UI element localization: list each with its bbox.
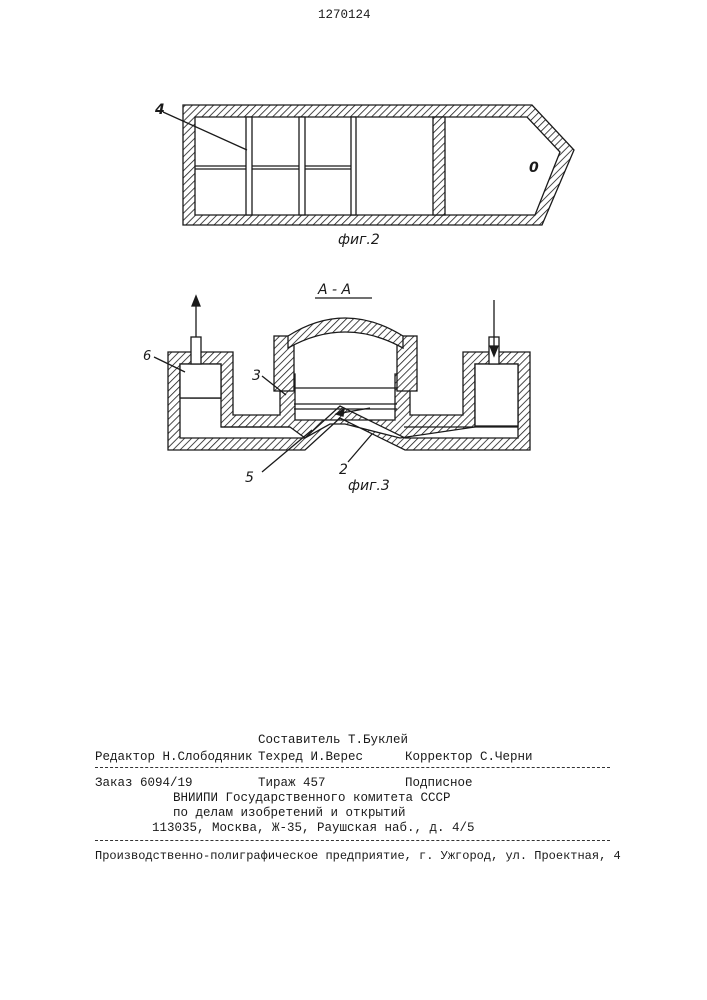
editor: Редактор Н.Слободяник [95,750,253,764]
outlet-pipe [191,296,201,364]
fig2-caption: фиг.2 [338,232,380,248]
leader-5 [262,430,312,472]
leader-4 [163,112,247,150]
leader-2 [348,434,372,462]
inlet-pipe [489,300,499,364]
figure-3 [154,296,530,472]
divider-bottom [95,840,610,841]
right-well [475,364,518,426]
label-4: 4 [154,102,165,118]
section-label: А - А [317,282,351,298]
address: 113035, Москва, Ж-35, Раушская наб., д. … [152,821,475,835]
figure-2 [163,105,574,225]
left-well [180,364,221,398]
circulation: Тираж 457 [258,776,326,790]
org-line-1: ВНИИПИ Государственного комитета СССР [173,791,451,805]
cell-dividers [195,166,351,169]
label-6: 6 [143,349,151,364]
fig3-caption: фиг.3 [348,478,390,494]
label-3: 3 [252,368,261,384]
cavity-lines [294,388,397,409]
divider-top [95,767,610,768]
order: Заказ 6094/19 [95,776,193,790]
arch-roof [288,318,403,348]
label-5: 5 [245,470,254,486]
partition-wall [433,117,445,215]
figures-drawing: 4 0 фиг.2 А - А 6 3 5 2 фиг.3 [0,0,707,520]
furnace-outer-wall [183,105,574,225]
techred: Техред И.Верес [258,750,363,764]
compiler: Составитель Т.Буклей [258,733,408,747]
org-line-2: по делам изобретений и открытий [173,806,406,820]
label-0: 0 [529,160,539,176]
corrector: Корректор С.Черни [405,750,533,764]
label-2: 2 [339,462,348,478]
subscription: Подписное [405,776,473,790]
printer: Производственно-полиграфическое предприя… [95,849,621,863]
